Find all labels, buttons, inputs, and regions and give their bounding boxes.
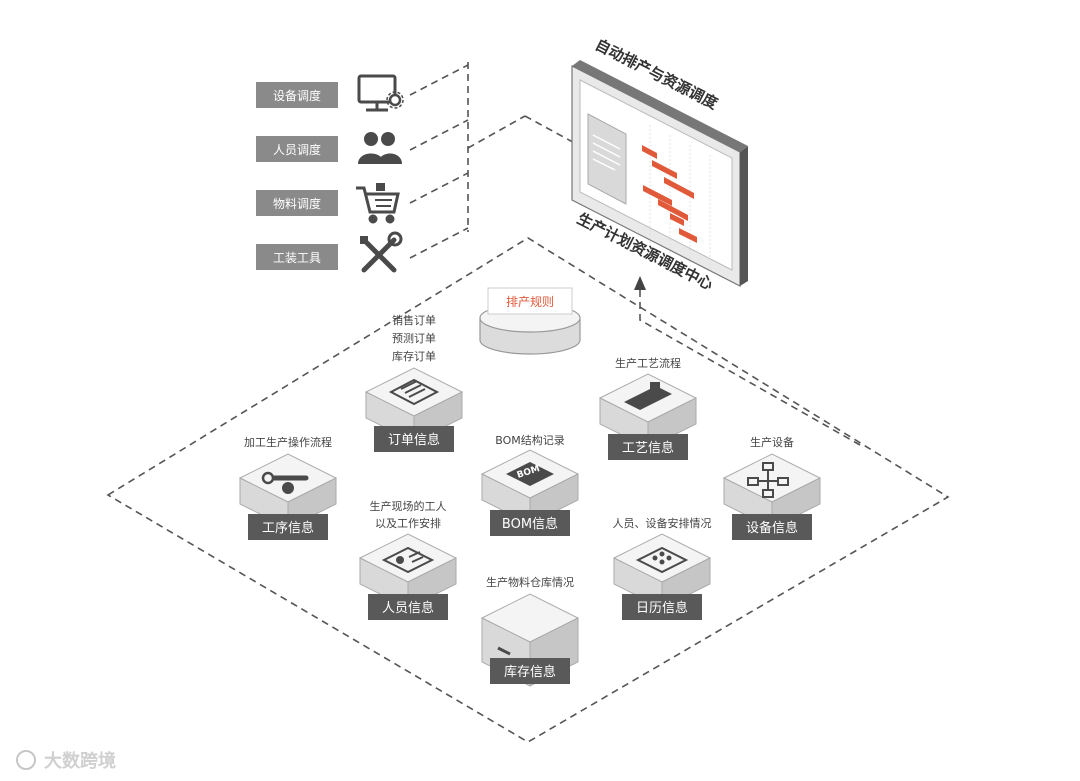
node-caption: 以及工作安排 bbox=[375, 516, 441, 530]
gantt-bar bbox=[652, 160, 677, 179]
resource-staff: 人员调度 bbox=[256, 132, 402, 164]
node-process: 加工生产操作流程 工序信息 bbox=[238, 435, 338, 540]
id-card-icon bbox=[381, 546, 435, 574]
node-caption: 库存订单 bbox=[392, 349, 436, 363]
gantt-bar bbox=[664, 177, 694, 199]
resource-list: 设备调度 人员调度 物料调度 bbox=[256, 74, 404, 273]
users-icon bbox=[358, 132, 402, 164]
gantt-bar bbox=[642, 145, 657, 159]
network-icon bbox=[747, 462, 789, 498]
node-caption: 人员、设备安排情况 bbox=[613, 516, 712, 530]
node-order: 销售订单 预测订单 库存订单 订单信息 bbox=[364, 313, 464, 452]
resource-material: 物料调度 bbox=[256, 183, 400, 224]
gantt-bars bbox=[642, 145, 697, 243]
cart-icon bbox=[356, 183, 400, 224]
gantt-bar bbox=[670, 213, 684, 226]
resource-connectors bbox=[409, 62, 581, 259]
node-staff: 生产现场的工人 以及工作安排 人员信息 bbox=[358, 499, 458, 620]
resource-tooling: 工装工具 bbox=[256, 231, 403, 273]
node-caption: 生产现场的工人 bbox=[370, 499, 447, 513]
node-craft: 生产工艺流程 工艺信息 bbox=[598, 356, 698, 460]
node-inventory: 生产物料仓库情况 库存信息 bbox=[480, 575, 580, 687]
rules-database: 排产规则 bbox=[479, 287, 581, 355]
node-caption: 生产设备 bbox=[750, 435, 794, 449]
node-label: 订单信息 bbox=[388, 432, 440, 448]
node-label: 工序信息 bbox=[262, 520, 314, 536]
gantt-bar bbox=[679, 228, 697, 243]
gantt-bar bbox=[658, 199, 688, 221]
flow-arrow bbox=[634, 276, 861, 446]
node-caption: 预测订单 bbox=[392, 332, 436, 345]
ruler-icon bbox=[624, 382, 672, 410]
document-icon bbox=[388, 378, 440, 406]
node-equipment: 生产设备 设备信息 bbox=[722, 435, 822, 540]
platform-outline bbox=[106, 237, 950, 743]
bom-file-icon: BOM bbox=[506, 462, 554, 486]
node-label: 人员信息 bbox=[382, 600, 434, 616]
resource-label: 工装工具 bbox=[273, 251, 321, 265]
rules-label: 排产规则 bbox=[506, 294, 554, 309]
node-label: 日历信息 bbox=[636, 600, 688, 616]
tools-icon bbox=[360, 231, 403, 273]
node-caption: 生产工艺流程 bbox=[615, 356, 681, 370]
node-label: BOM信息 bbox=[502, 516, 558, 532]
resource-label: 人员调度 bbox=[273, 142, 321, 157]
wrench-icon bbox=[261, 471, 309, 494]
node-label: 库存信息 bbox=[504, 664, 556, 680]
node-caption: 销售订单 bbox=[392, 313, 436, 327]
schedule-screen: 自动排产与资源调度 生产计划资源调度中心 bbox=[571, 36, 748, 294]
box-handle bbox=[497, 646, 511, 656]
node-calendar: 人员、设备安排情况 日历信息 bbox=[613, 516, 712, 620]
resource-label: 物料调度 bbox=[273, 196, 321, 211]
watermark-logo-icon bbox=[16, 750, 36, 770]
node-label: 工艺信息 bbox=[622, 440, 674, 456]
node-bom: BOM结构记录 BOM BOM信息 bbox=[480, 433, 580, 536]
node-caption: 加工生产操作流程 bbox=[244, 435, 332, 449]
calendar-icon bbox=[635, 546, 689, 574]
monitor-gear-icon bbox=[357, 74, 404, 112]
watermark: 大数跨境 bbox=[16, 750, 116, 772]
node-caption: BOM结构记录 bbox=[495, 433, 565, 447]
watermark-text: 大数跨境 bbox=[44, 750, 116, 772]
resource-label: 设备调度 bbox=[273, 88, 321, 103]
node-caption: 生产物料仓库情况 bbox=[486, 575, 574, 589]
gantt-bar bbox=[643, 185, 672, 206]
resource-equipment: 设备调度 bbox=[256, 74, 404, 112]
node-label: 设备信息 bbox=[746, 520, 798, 536]
